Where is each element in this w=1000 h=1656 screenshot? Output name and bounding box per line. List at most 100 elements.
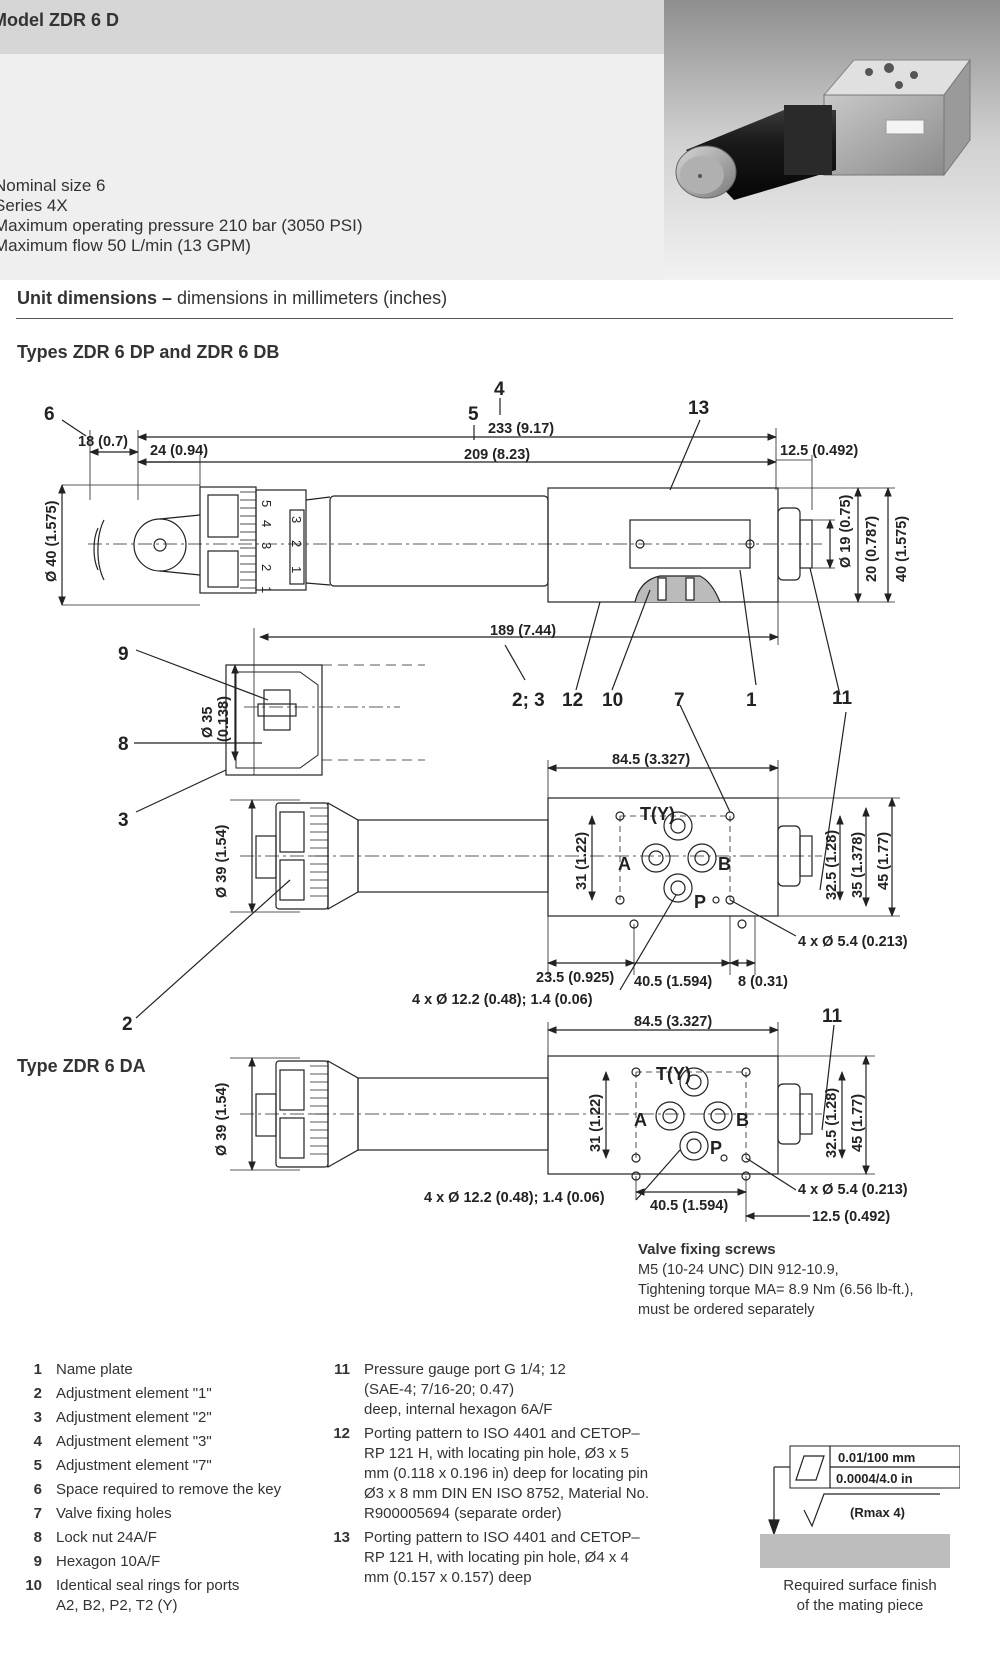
scale-mid-3: 3: [289, 516, 304, 523]
legend-text: Valve fixing holes: [56, 1505, 172, 1522]
screws-line-3: must be ordered separately: [638, 1302, 815, 1318]
surface-finish-caption: Required surface finish of the mating pi…: [760, 1576, 960, 1616]
side-view: 5 4 3 2 1 3 2 1: [58, 398, 895, 696]
scale-top-2: 2: [259, 564, 274, 571]
section-title-rest: dimensions in millimeters (inches): [172, 288, 448, 308]
callout-2: 2: [122, 1014, 133, 1035]
legend-text: Adjustment element "7": [56, 1457, 212, 1474]
callout-6: 6: [44, 404, 55, 425]
dim-32-5-mid: 32.5 (1.28): [824, 830, 840, 900]
dim-dia-35-inch: (0.138): [216, 696, 232, 742]
legend-num: 11: [334, 1361, 350, 1378]
callout-10: 10: [602, 690, 623, 711]
port-t-bottom: T(Y): [656, 1064, 691, 1084]
dim-4x-12-2-bottom: 4 x Ø 12.2 (0.48); 1.4 (0.06): [424, 1190, 605, 1206]
legend-num: 13: [333, 1529, 350, 1546]
dim-18: 18 (0.7): [78, 434, 128, 450]
top-view-da: [230, 1022, 875, 1222]
callout-11-top: 11: [832, 688, 853, 709]
header-bar: [0, 0, 664, 54]
dim-12-5-bottom: 12.5 (0.492): [812, 1209, 890, 1225]
legend-right: 11 Pressure gauge port G 1/4; 12 (SAE-4; …: [316, 1358, 696, 1590]
port-p-bottom: P: [710, 1138, 722, 1158]
model-title: Model ZDR 6 D: [0, 10, 120, 30]
dim-31-mid: 31 (1.22): [574, 832, 590, 890]
dim-4x-12-2-mid: 4 x Ø 12.2 (0.48); 1.4 (0.06): [412, 992, 593, 1008]
port-b-mid: B: [718, 854, 731, 874]
dim-31-bottom: 31 (1.22): [588, 1094, 604, 1152]
legend-num: 1: [33, 1361, 42, 1378]
dim-45-mid: 45 (1.77): [876, 832, 892, 890]
key-end-view: [134, 628, 425, 813]
dim-32-5-bottom: 32.5 (1.28): [824, 1088, 840, 1158]
dim-8: 8 (0.31): [738, 974, 788, 990]
callout-13: 13: [688, 398, 709, 419]
legend-text: Identical seal rings for ports A2, B2, P…: [56, 1577, 240, 1614]
port-p-mid: P: [694, 892, 706, 912]
legend-item: 10 Identical seal rings for ports A2, B2,…: [8, 1574, 328, 1618]
dim-45-bottom: 45 (1.77): [850, 1094, 866, 1152]
legend-num: 8: [33, 1529, 42, 1546]
legend-text: Adjustment element "1": [56, 1385, 212, 1402]
callout-12: 12: [562, 690, 583, 711]
legend-num: 9: [33, 1553, 42, 1570]
valve-fixing-screws-note: Valve fixing screws M5 (10-24 UNC) DIN 9…: [638, 1240, 914, 1320]
callout-4: 4: [494, 379, 505, 400]
scale-mid-2: 2: [289, 540, 304, 547]
dim-40-5-mid: 40.5 (1.594): [634, 974, 712, 990]
legend-num: 5: [33, 1457, 42, 1474]
legend-text: Space required to remove the key: [56, 1481, 282, 1498]
section-rule: [16, 318, 953, 319]
finish-caption-1: Required surface finish: [783, 1577, 937, 1594]
port-a-mid: A: [618, 854, 631, 874]
scale-top-5: 5: [259, 500, 274, 507]
section-title-bold: Unit dimensions –: [17, 288, 173, 308]
callout-1: 1: [746, 690, 757, 711]
callout-2-3: 2; 3: [512, 690, 545, 711]
finish-caption-2: of the mating piece: [796, 1597, 924, 1614]
legend-text: Hexagon 10A/F: [56, 1553, 161, 1570]
dim-dia-39-mid: Ø 39 (1.54): [214, 824, 230, 898]
scale-top-4: 4: [259, 520, 274, 527]
dim-189: 189 (7.44): [490, 623, 556, 639]
screws-title: Valve fixing screws: [638, 1241, 776, 1258]
spec-list: Nominal size 6 Series 4X Maximum operati…: [0, 176, 363, 256]
dim-84-5-mid: 84.5 (3.327): [612, 752, 690, 768]
legend-text: Porting pattern to ISO 4401 and CETOP– R…: [364, 1529, 640, 1586]
legend-item: 3 Adjustment element "2": [8, 1406, 328, 1430]
legend-item: 13 Porting pattern to ISO 4401 and CETOP–…: [316, 1526, 696, 1590]
dim-dia-35: Ø 35: [200, 707, 216, 738]
scale-top-3: 3: [259, 542, 274, 549]
port-b-bottom: B: [736, 1110, 749, 1130]
dim-84-5-bottom: 84.5 (3.327): [634, 1014, 712, 1030]
callout-11-bottom: 11: [822, 1006, 843, 1027]
screws-line-1: M5 (10-24 UNC) DIN 912-10.9,: [638, 1262, 839, 1278]
product-photo: [664, 0, 1000, 280]
dim-40-5-bottom: 40.5 (1.594): [650, 1198, 728, 1214]
legend-text: Pressure gauge port G 1/4; 12 (SAE-4; 7/…: [364, 1361, 566, 1418]
legend-item: 5 Adjustment element "7": [8, 1454, 328, 1478]
dim-23-5: 23.5 (0.925): [536, 970, 614, 986]
legend-text: Lock nut 24A/F: [56, 1529, 157, 1546]
callout-8: 8: [118, 734, 129, 755]
spec-pressure: Maximum operating pressure 210 bar (3050…: [0, 216, 363, 235]
surface-finish-symbol: 0.01/100 mm 0.0004/4.0 in (Rmax 4): [760, 1445, 960, 1568]
legend-text: Adjustment element "2": [56, 1409, 212, 1426]
dim-dia-39-bottom: Ø 39 (1.54): [214, 1082, 230, 1156]
legend-num: 3: [33, 1409, 42, 1426]
dim-12-5-top: 12.5 (0.492): [780, 443, 858, 459]
port-t-mid: T(Y): [640, 804, 675, 824]
type-da-title: Type ZDR 6 DA: [17, 1056, 146, 1076]
legend-item: 9 Hexagon 10A/F: [8, 1550, 328, 1574]
legend-num: 10: [25, 1577, 42, 1594]
legend-num: 4: [33, 1433, 42, 1450]
scale-top-1: 1: [259, 586, 274, 593]
finish-rmax: (Rmax 4): [850, 1505, 905, 1520]
